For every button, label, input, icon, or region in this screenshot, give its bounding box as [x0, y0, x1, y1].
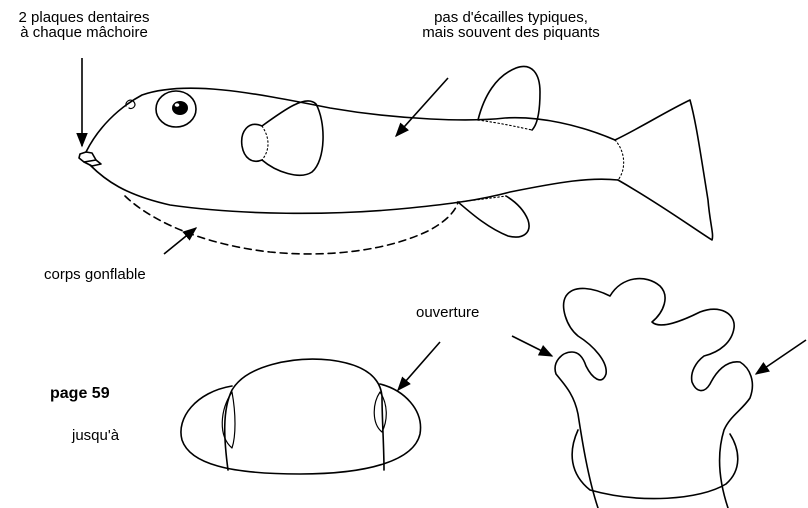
fish-tail [615, 100, 713, 240]
scales-label-line1: pas d'écailles typiques, [386, 10, 636, 25]
pufferfish-drawing [79, 66, 713, 254]
opening-arrow-right [756, 340, 806, 374]
mouth-plates-view [181, 359, 421, 474]
body-arrow [164, 228, 196, 254]
fish-eye-highlight [175, 103, 180, 107]
section-ellipse-opening [572, 430, 738, 499]
opening-label: ouverture [416, 305, 479, 320]
fish-dorsal-fin [478, 66, 540, 130]
fish-anal-fin [458, 196, 529, 237]
mouth-right-plate [374, 392, 386, 432]
page-reference: page 59 [50, 386, 110, 401]
scales-label: pas d'écailles typiques, mais souvent de… [386, 10, 636, 40]
teeth-label: 2 plaques dentaires à chaque mâchoire [6, 10, 162, 40]
scales-label-line2: mais souvent des piquants [386, 25, 636, 40]
until-label: jusqu'à [72, 428, 119, 443]
fish-back-outline [86, 88, 615, 152]
fish-tail-base [615, 140, 624, 180]
fish-eye-pupil [172, 101, 188, 115]
fish-belly-outline [90, 165, 618, 213]
cross-section-view [555, 279, 752, 508]
fish-dorsal-fin-base [478, 120, 532, 130]
body-label: corps gonflable [44, 267, 146, 282]
scales-arrow [396, 78, 448, 136]
opening-arrow-middle [512, 336, 552, 356]
fish-beak-upper [79, 152, 96, 162]
fish-pectoral-fin [242, 101, 323, 175]
mouth-plate-shape [225, 359, 384, 470]
teeth-label-line2: à chaque mâchoire [6, 25, 162, 40]
opening-arrow-left [398, 342, 440, 390]
teeth-label-line1: 2 plaques dentaires [6, 10, 162, 25]
fish-pectoral-fin-base [262, 126, 268, 160]
section-body-outline [555, 279, 752, 508]
